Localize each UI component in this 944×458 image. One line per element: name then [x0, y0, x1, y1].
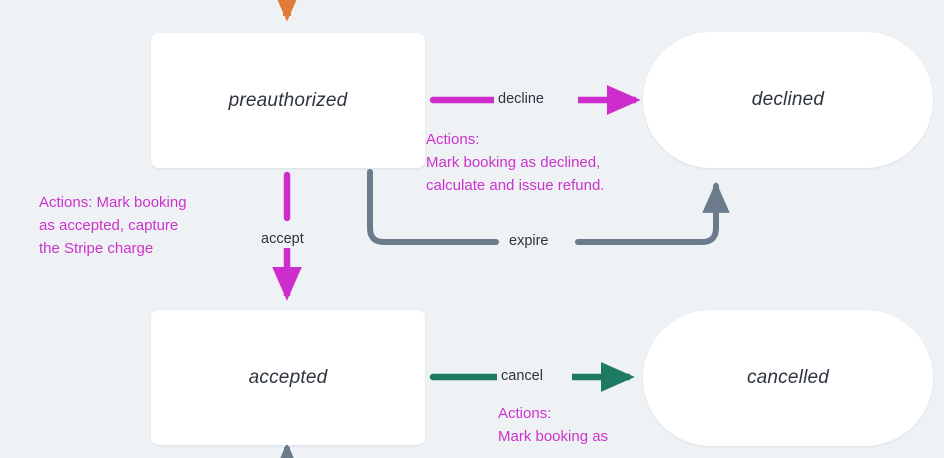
state-node-accepted[interactable]: accepted	[151, 310, 425, 445]
state-node-declined[interactable]: declined	[643, 32, 933, 168]
state-node-cancelled[interactable]: cancelled	[643, 310, 933, 446]
edge-label-accept: accept	[257, 231, 308, 247]
actions-note-cancel: Actions: Mark booking as	[498, 405, 609, 445]
edge-label-decline: decline	[494, 91, 548, 107]
state-label-cancelled: cancelled	[746, 367, 830, 388]
actions-note-accept: Actions: Mark booking as accepted, captu…	[39, 194, 187, 257]
edge-label-cancel: cancel	[497, 368, 547, 384]
state-label-declined: declined	[751, 89, 825, 110]
transition-expire-arrow	[367, 169, 730, 245]
edge-label-expire: expire	[505, 233, 553, 249]
state-label-accepted: accepted	[248, 366, 328, 388]
state-node-preauthorized[interactable]: preauthorized	[151, 33, 425, 168]
actions-note-decline: Actions: Mark booking as declined, calcu…	[426, 131, 605, 194]
state-label-preauthorized: preauthorized	[228, 89, 348, 111]
